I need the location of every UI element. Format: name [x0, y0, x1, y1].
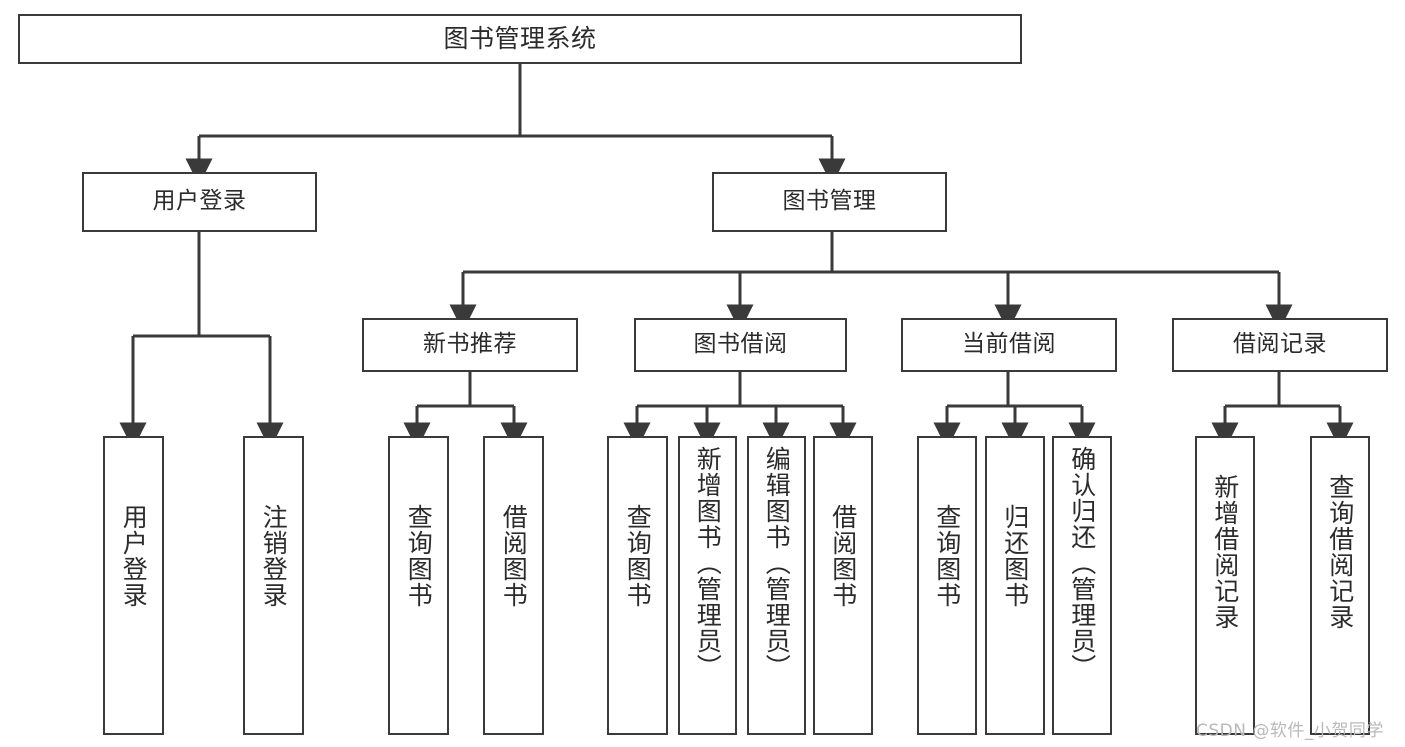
leaf-add-book-admin[interactable]: 新增图书（管理员）: [678, 436, 737, 735]
node-label: 新增借阅记录: [1210, 474, 1240, 630]
node-label: 当前借阅: [962, 331, 1056, 358]
node-root-system[interactable]: 图书管理系统: [18, 14, 1022, 64]
node-label: 借阅记录: [1233, 331, 1327, 358]
node-user-login[interactable]: 用户登录: [82, 172, 317, 232]
leaf-return-book[interactable]: 归还图书: [985, 436, 1045, 735]
leaf-query-book-borrow[interactable]: 查询图书: [607, 436, 668, 735]
leaf-query-book-recommend[interactable]: 查询图书: [388, 436, 449, 735]
node-label: 图书管理系统: [443, 24, 597, 54]
node-new-book-recommend[interactable]: 新书推荐: [362, 318, 578, 372]
node-label: 查询图书: [623, 504, 653, 608]
node-label: 借阅图书: [499, 504, 529, 608]
node-label: 注销登录: [259, 504, 289, 608]
node-label: 确认归还（管理员）: [1067, 446, 1097, 680]
leaf-confirm-return-admin[interactable]: 确认归还（管理员）: [1052, 436, 1112, 735]
node-label: 借阅图书: [828, 504, 858, 608]
leaf-add-borrow-record[interactable]: 新增借阅记录: [1195, 436, 1255, 735]
node-label: 用户登录: [152, 188, 247, 215]
node-book-borrow[interactable]: 图书借阅: [634, 318, 847, 372]
leaf-borrow-book-recommend[interactable]: 借阅图书: [483, 436, 544, 735]
node-book-management[interactable]: 图书管理: [712, 172, 947, 232]
leaf-edit-book-admin[interactable]: 编辑图书（管理员）: [747, 436, 806, 735]
node-label: 编辑图书（管理员）: [762, 446, 792, 680]
node-label: 图书管理: [782, 188, 877, 215]
node-label: 用户登录: [119, 504, 149, 608]
leaf-logout[interactable]: 注销登录: [243, 436, 304, 735]
node-label: 查询借阅记录: [1325, 474, 1355, 630]
node-label: 新增图书（管理员）: [693, 446, 723, 680]
leaf-borrow-book[interactable]: 借阅图书: [813, 436, 873, 735]
csdn-watermark: CSDN @软件_小贺同学: [1196, 721, 1384, 741]
node-label: 查询图书: [932, 504, 962, 608]
node-current-borrow[interactable]: 当前借阅: [901, 318, 1117, 372]
leaf-user-login[interactable]: 用户登录: [103, 436, 164, 735]
node-label: 查询图书: [404, 504, 434, 608]
node-label: 图书借阅: [693, 331, 788, 358]
node-label: 归还图书: [1000, 504, 1030, 608]
leaf-query-borrow-record[interactable]: 查询借阅记录: [1310, 436, 1370, 735]
leaf-query-book-current[interactable]: 查询图书: [917, 436, 977, 735]
node-label: 新书推荐: [423, 331, 517, 358]
node-borrow-record[interactable]: 借阅记录: [1172, 318, 1388, 372]
